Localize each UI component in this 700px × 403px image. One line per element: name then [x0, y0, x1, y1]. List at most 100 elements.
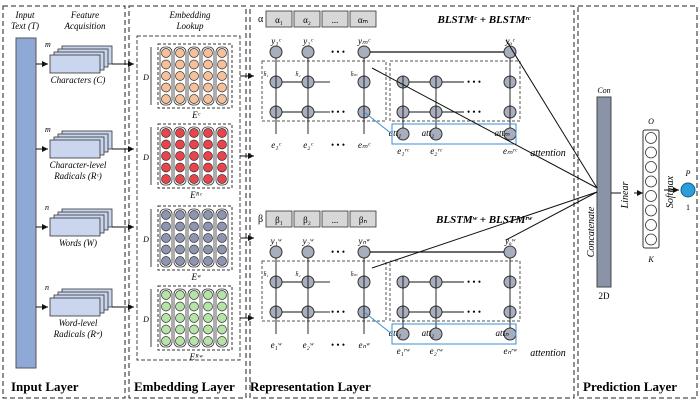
dim-2d-label: 2D — [599, 291, 611, 301]
ellipsis: • • • — [467, 277, 481, 287]
matrix-cell — [217, 151, 227, 161]
input-embedding-label: eₙʷ — [358, 340, 370, 350]
matrix-cell — [217, 48, 227, 58]
linear-label: Linear — [620, 182, 631, 210]
att-label: att₂ — [422, 128, 435, 138]
dim-label: D — [142, 153, 149, 162]
matrix-cell — [189, 162, 199, 173]
embedding-lookup-box — [136, 35, 241, 361]
matrix-cell — [161, 336, 171, 346]
matrix-cell — [161, 71, 171, 81]
rad-embedding-label: e₂ʳᶜ — [430, 146, 442, 156]
input-embedding-label: eₘᶜ — [358, 140, 371, 150]
softmax-node — [645, 233, 657, 246]
matrix-cell — [189, 233, 199, 243]
output-label: yₙʷ — [357, 236, 370, 246]
matrix-cell — [217, 82, 227, 93]
matrix-cell — [175, 48, 185, 58]
matrix-cell — [161, 128, 171, 138]
softmax-node — [645, 190, 657, 202]
matrix-column — [201, 208, 215, 268]
feature-dim: n — [45, 203, 49, 212]
softmax-node — [645, 219, 657, 231]
matrix-cell — [175, 174, 185, 184]
matrix-cell — [217, 128, 227, 138]
k-label: K — [647, 255, 654, 264]
final-output-label: yₒʷ — [504, 236, 516, 246]
att-label: attₘ — [494, 128, 510, 138]
matrix-cell — [203, 324, 213, 335]
top-to-concat-line-2 — [371, 67, 598, 189]
matrix-column — [159, 46, 173, 106]
matrix-cell — [189, 151, 199, 161]
matrix-cell — [203, 290, 213, 300]
matrix-label: Eᴿᶜ — [189, 190, 202, 200]
att-label: att₁ — [389, 128, 402, 138]
attn-cell-label: α₂ — [303, 15, 311, 25]
matrix-cell — [203, 162, 213, 173]
matrix-cell — [217, 233, 227, 243]
matrix-cell — [217, 210, 227, 220]
output-label: y₂ᶜ — [302, 36, 313, 46]
output-label: yₘᶜ — [357, 36, 371, 46]
rad-embedding-label: e₁ʳʷ — [397, 346, 410, 356]
softmax-label: Softmax — [665, 175, 676, 208]
matrix-column — [159, 126, 173, 186]
feature-dim: n — [45, 283, 49, 292]
embedding-matrix-2: DEʷ — [142, 205, 254, 282]
matrix-column — [201, 126, 215, 186]
matrix-cell — [189, 244, 199, 255]
input-title-line1: Input — [15, 10, 35, 20]
ellipsis: • • • — [331, 140, 345, 150]
matrix-cell — [175, 82, 185, 93]
hidden-label: h̄ₘ — [351, 271, 358, 278]
matrix-cell — [217, 71, 227, 81]
attn-cell-label: ... — [332, 215, 339, 225]
matrix-cell — [161, 59, 171, 70]
input-title-line2: Text (T) — [11, 21, 39, 31]
attn-cell — [293, 10, 321, 28]
matrix-column — [173, 126, 187, 186]
matrix-column — [187, 288, 201, 348]
output-column-box — [642, 129, 660, 249]
blstm-frame — [261, 260, 387, 322]
prediction-layer-label: Prediction Layer — [583, 379, 677, 394]
matrix-cell — [189, 313, 199, 323]
output-column-nodes — [645, 132, 657, 246]
attn-cell — [321, 10, 349, 28]
matrix-cell — [175, 313, 185, 323]
attn-symbol: α — [258, 14, 264, 25]
matrix-cell — [217, 324, 227, 335]
matrix-cell — [175, 59, 185, 70]
matrix-cell — [175, 210, 185, 220]
matrix-column — [173, 46, 187, 106]
matrix-cell — [175, 301, 185, 312]
matrix-cell — [203, 151, 213, 161]
matrix-column — [187, 126, 201, 186]
matrix-cell — [203, 256, 213, 266]
embedding-layer-panel — [128, 5, 247, 399]
matrix-cell — [189, 210, 199, 220]
con-label: Con — [597, 86, 610, 95]
output-node — [269, 245, 283, 259]
attn-cell — [293, 210, 321, 228]
matrix-cell — [161, 82, 171, 93]
feature-sheet — [49, 297, 101, 317]
feature-label-line1: Characters (C) — [51, 75, 106, 85]
output-node — [269, 45, 283, 59]
matrix-frame — [157, 205, 233, 271]
ellipsis: • • • — [467, 77, 481, 87]
attn-cell-label: β₂ — [303, 215, 311, 225]
matrix-cell — [203, 221, 213, 232]
matrix-cell — [161, 256, 171, 266]
attention-label: attention — [530, 148, 566, 159]
matrix-cell — [189, 256, 199, 266]
hidden-label: h̄₁ — [263, 71, 268, 78]
matrix-cell — [175, 256, 185, 266]
